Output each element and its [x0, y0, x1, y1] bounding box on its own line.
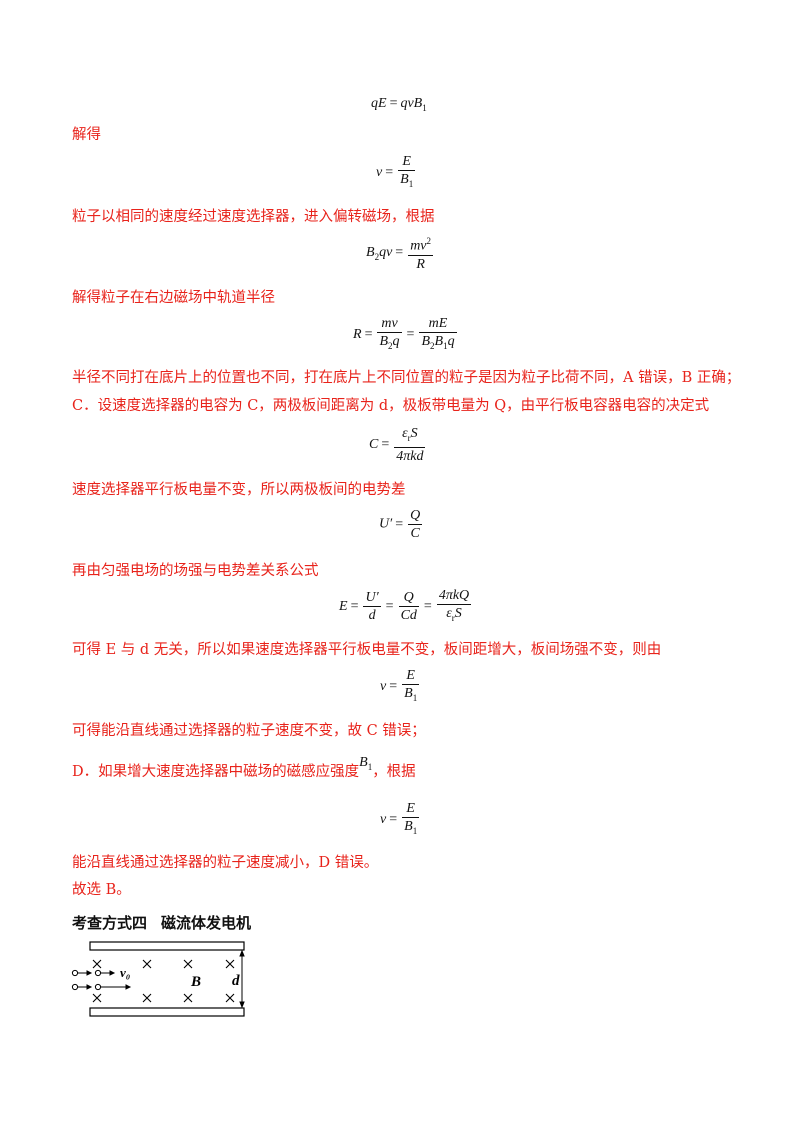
equation-qE-qvB1: qE=qvB1	[371, 96, 427, 113]
text-option-d-part1: D．如果增大速度选择器中磁场的磁感应强度	[72, 764, 360, 780]
text-option-c: C．设速度选择器的电容为 C，两极板间距离为 d，极板带电量为 Q，由平行板电容…	[72, 398, 710, 414]
text-charge-constant: 速度选择器平行板电量不变，所以两极板间的电势差	[72, 482, 406, 498]
text-jiede: 解得	[72, 127, 101, 143]
plate-separation-arrow	[239, 949, 245, 1009]
text-option-d: D．如果增大速度选择器中磁场的磁感应强度B1，根据	[72, 755, 416, 787]
text-field-formula: 再由匀强电场的场强与电势差关系公式	[72, 563, 319, 579]
text-same-speed: 粒子以相同的速度经过速度选择器，进入偏转磁场，根据	[72, 209, 435, 225]
text-answer: 故选 B。	[72, 882, 131, 898]
text-d-wrong: 能沿直线通过选择器的粒子速度减小，D 错误。	[72, 855, 379, 871]
top-plate	[89, 941, 245, 951]
label-d: d	[232, 973, 240, 989]
text-option-d-part2: ，根据	[372, 764, 416, 780]
text-radius-intro: 解得粒子在右边磁场中轨道半径	[72, 290, 275, 306]
bottom-plate	[89, 1007, 245, 1017]
section-heading: 考查方式四磁流体发电机	[72, 912, 265, 933]
magnetic-field-crosses	[92, 959, 235, 1003]
label-B: B	[190, 974, 201, 990]
text-c-wrong: 可得能沿直线通过选择器的粒子速度不变，故 C 错误；	[72, 723, 426, 739]
heading-part1: 考查方式四	[72, 914, 148, 932]
label-v0: v₀	[120, 965, 130, 980]
mhd-generator-diagram: v₀ B d	[71, 941, 245, 1017]
text-e-independent-of-d: 可得 E 与 d 无关，所以如果速度选择器平行板电量不变，板间距增大，板间场强不…	[72, 642, 662, 658]
particle-beam	[71, 969, 132, 991]
inline-b1-symbol: B1	[359, 755, 373, 772]
text-radius-different: 半径不同打在底片上的位置也不同，打在底片上不同位置的粒子是因为粒子比荷不同，A …	[72, 370, 741, 386]
heading-part2: 磁流体发电机	[161, 914, 252, 932]
